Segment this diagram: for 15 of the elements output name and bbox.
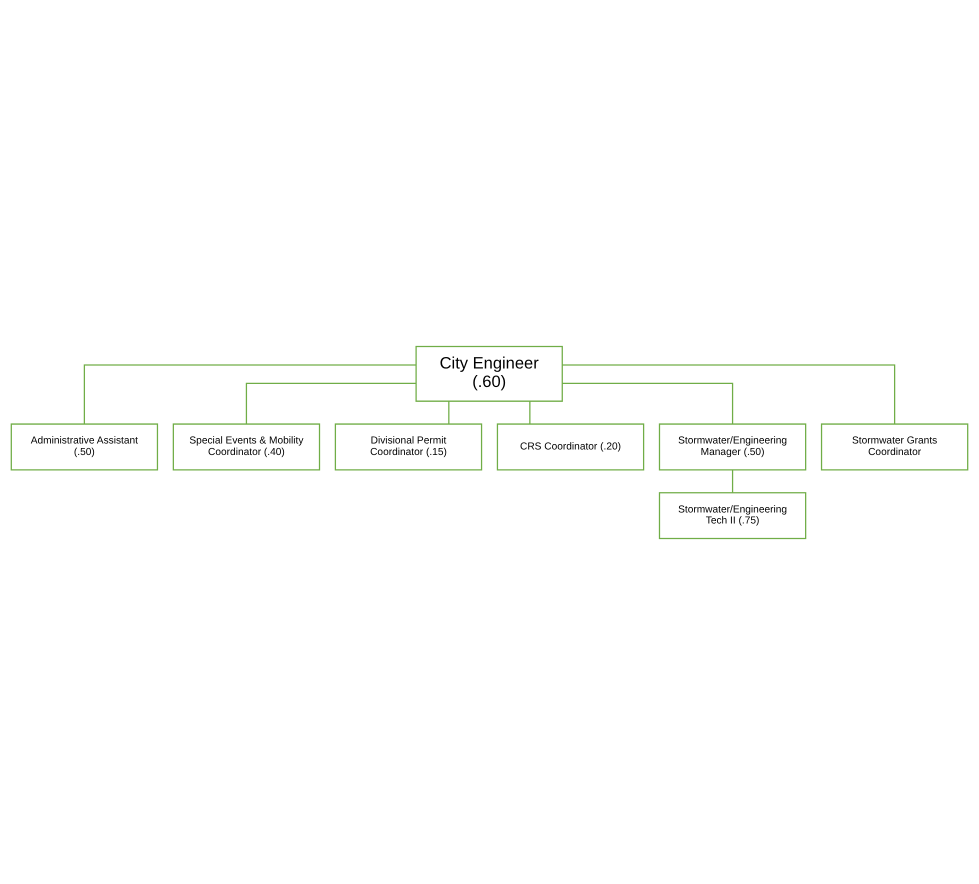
- node-box: City Engineer (.60): [415, 345, 563, 402]
- connector: [562, 382, 734, 424]
- connector: [732, 470, 734, 492]
- node-box: CRS Coordinator (.20): [496, 422, 644, 470]
- node-box: Special Events & Mobility Coordinator (.40): [172, 422, 320, 470]
- node-box: Stormwater/Engineering Tech II (.75): [658, 492, 806, 539]
- node-box: Stormwater Grants Coordinator: [820, 422, 968, 470]
- node-box: Stormwater/Engineering Manager (.50): [658, 422, 806, 470]
- connector: [529, 400, 530, 424]
- connector: [246, 382, 416, 424]
- node-box: Administrative Assistant (.50): [10, 422, 158, 470]
- connector: [562, 364, 896, 424]
- connector: [448, 400, 450, 424]
- node-box: Divisional Permit Coordinator (.15): [334, 422, 482, 470]
- connector: [84, 364, 416, 424]
